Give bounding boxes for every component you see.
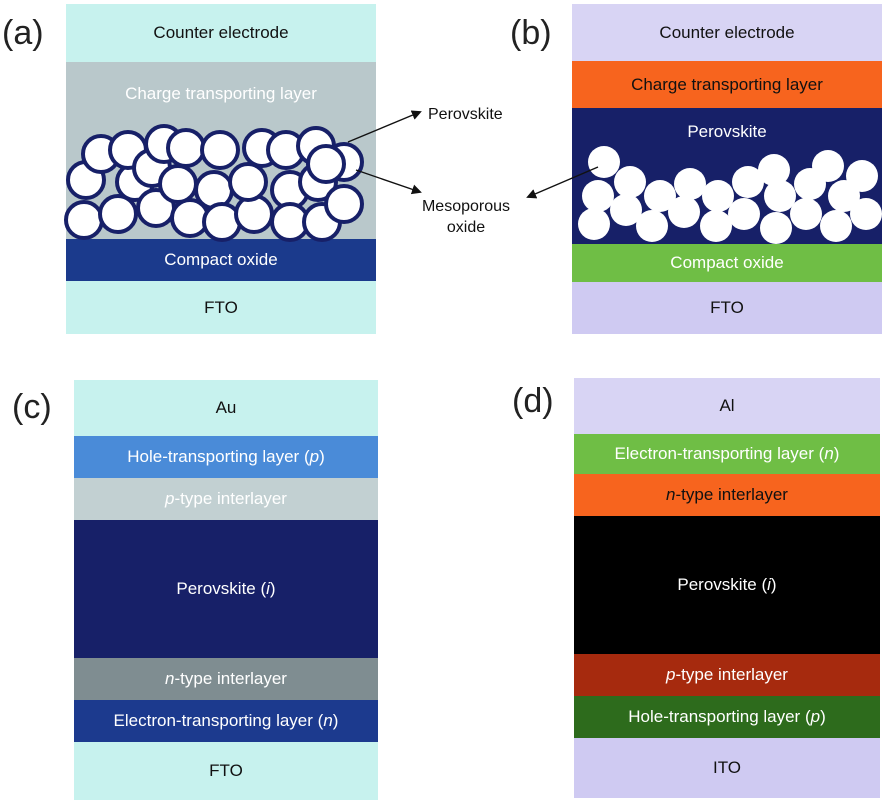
p-type-interlayer: p-type interlayer [74,478,378,520]
ito-label: ITO [712,758,742,777]
electron-transporting-layer: Electron-transporting layer (n) [74,700,378,742]
fto-layer: FTO [74,742,378,800]
perovskite-annotation: Perovskite [428,106,503,123]
compact-oxide-layer: Compact oxide [66,239,376,281]
panel-a-stack: Counter electrode Charge transporting la… [66,4,376,334]
fto-label: FTO [710,298,744,317]
etl-label: Electron-transporting layer (n) [113,711,339,730]
electron-transporting-layer: Electron-transporting layer (n) [574,434,880,474]
fto-layer: FTO [572,282,882,334]
panel-label-d: (d) [512,382,554,420]
fto-label: FTO [209,761,243,780]
charge-transporting-label: Charge transporting layer [125,84,317,103]
counter-electrode-layer: Counter electrode [66,4,376,62]
hole-transporting-layer: Hole-transporting layer (p) [574,696,880,738]
panel-label-c: (c) [12,388,52,426]
panel-d-stack: Al Electron-transporting layer (n) n-typ… [574,378,880,798]
panel-c-stack: Au Hole-transporting layer (p) p-type in… [74,380,378,800]
n-type-label: n-type interlayer [666,485,788,504]
p-type-label: p-type interlayer [666,665,788,684]
charge-transporting-layer: Charge transporting layer [66,62,376,239]
counter-electrode-label: Counter electrode [659,22,795,42]
p-type-interlayer: p-type interlayer [574,654,880,696]
etl-label: Electron-transporting layer (n) [614,444,840,463]
al-layer: Al [574,378,880,434]
counter-electrode-label: Counter electrode [153,23,289,42]
perovskite-layer: Perovskite (i) [574,516,880,654]
perovskite-label: Perovskite [687,122,767,141]
al-label: Al [719,396,735,415]
n-type-interlayer: n-type interlayer [574,474,880,516]
panel-label-b: (b) [510,14,552,52]
perovskite-label: Perovskite (i) [176,579,276,598]
htl-label: Hole-transporting layer (p) [127,447,325,466]
mesoporous-line1: Mesoporous [421,198,511,215]
compact-oxide-layer: Compact oxide [572,244,882,282]
au-label: Au [215,398,237,417]
au-layer: Au [74,380,378,436]
perovskite-label: Perovskite (i) [677,575,777,594]
mesoporous-line2: oxide [446,219,486,236]
fto-label: FTO [204,297,238,317]
fto-layer: FTO [66,281,376,334]
htl-label: Hole-transporting layer (p) [628,707,826,726]
panel-label-a: (a) [2,14,44,52]
charge-transporting-layer: Charge transporting layer [572,61,882,108]
compact-oxide-label: Compact oxide [164,250,278,269]
perovskite-layer: Perovskite (i) [74,520,378,658]
mesoporous-annotation: Mesoporous oxide [418,196,514,238]
p-type-label: p-type interlayer [165,489,287,508]
n-type-label: n-type interlayer [165,669,287,688]
panel-b-stack: Counter electrode Charge transporting la… [572,4,882,334]
perovskite-layer: Perovskite [572,108,882,244]
n-type-interlayer: n-type interlayer [74,658,378,700]
charge-transporting-label: Charge transporting layer [631,74,823,94]
compact-oxide-label: Compact oxide [670,253,784,272]
ito-layer: ITO [574,738,880,798]
counter-electrode-layer: Counter electrode [572,4,882,61]
hole-transporting-layer: Hole-transporting layer (p) [74,436,378,478]
